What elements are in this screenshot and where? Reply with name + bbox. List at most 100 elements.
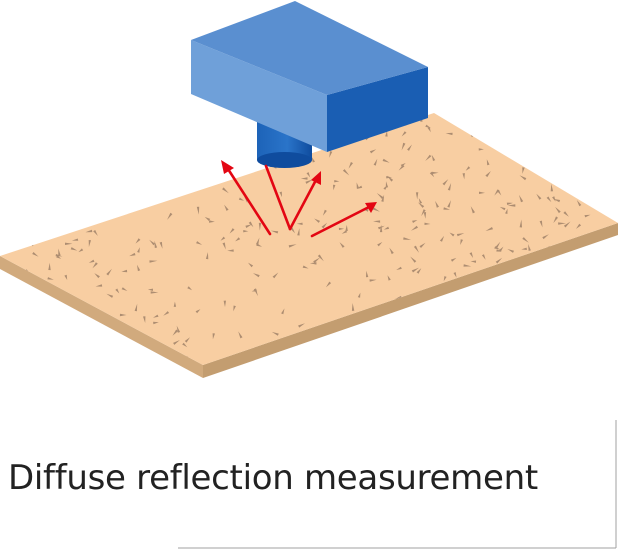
- texture-speck: [121, 269, 128, 273]
- texture-speck: [418, 202, 425, 208]
- texture-speck: [369, 149, 377, 154]
- texture-speck: [429, 171, 435, 178]
- texture-speck: [403, 237, 412, 240]
- texture-speck: [182, 342, 188, 348]
- texture-speck: [456, 233, 465, 237]
- texture-speck: [253, 288, 258, 297]
- texture-speck: [445, 132, 453, 136]
- texture-speck: [153, 314, 159, 318]
- texture-speck: [494, 241, 501, 249]
- texture-speck: [167, 212, 173, 220]
- texture-speck: [550, 183, 554, 192]
- texture-speck: [196, 241, 203, 245]
- texture-speck: [465, 166, 471, 171]
- texture-speck: [348, 162, 353, 169]
- texture-speck: [248, 221, 254, 228]
- texture-speck: [93, 230, 98, 236]
- texture-speck: [147, 288, 153, 291]
- caption-title: Diffuse reflection measurement: [8, 458, 538, 498]
- texture-speck: [555, 206, 561, 214]
- texture-speck: [137, 264, 141, 272]
- texture-speck: [447, 200, 451, 208]
- texture-speck: [205, 252, 209, 260]
- texture-speck: [539, 220, 543, 228]
- texture-speck: [153, 321, 159, 325]
- texture-speck: [425, 154, 432, 161]
- texture-speck: [196, 206, 200, 215]
- texture-speck: [419, 242, 426, 248]
- texture-speck: [252, 273, 260, 278]
- texture-speck: [576, 200, 582, 207]
- texture-speck: [387, 175, 394, 182]
- texture-speck: [407, 144, 412, 151]
- texture-speck: [396, 266, 402, 270]
- texture-speck: [427, 127, 431, 133]
- texture-speck: [401, 142, 406, 151]
- texture-speck: [173, 301, 177, 307]
- texture-speck: [338, 227, 345, 231]
- texture-speck: [449, 232, 455, 237]
- texture-speck: [345, 224, 348, 231]
- sensor-side-face: [327, 67, 428, 152]
- texture-speck: [453, 272, 457, 278]
- texture-speck: [341, 230, 348, 234]
- texture-speck: [401, 131, 407, 137]
- texture-speck: [92, 262, 98, 269]
- texture-speck: [498, 246, 504, 252]
- texture-speck: [32, 252, 39, 257]
- texture-speck: [271, 331, 279, 336]
- reflected-ray-left: [221, 160, 272, 236]
- texture-speck: [366, 270, 369, 278]
- texture-speck: [443, 276, 447, 282]
- texture-speck: [187, 286, 193, 291]
- texture-speck: [248, 262, 254, 268]
- texture-speck: [106, 293, 114, 298]
- sample-texture: [23, 114, 591, 362]
- texture-speck: [469, 252, 474, 258]
- texture-speck: [499, 206, 506, 211]
- texture-speck: [172, 329, 179, 336]
- texture-speck: [506, 202, 513, 205]
- texture-speck: [235, 237, 241, 242]
- texture-speck: [58, 248, 61, 256]
- texture-speck: [423, 212, 427, 219]
- texture-speck: [150, 291, 159, 294]
- texture-speck: [356, 185, 363, 189]
- texture-speck: [413, 245, 419, 253]
- texture-speck: [238, 197, 245, 201]
- texture-speck: [173, 340, 180, 345]
- texture-speck: [542, 234, 549, 240]
- texture-speck: [507, 248, 514, 253]
- texture-speck: [377, 242, 383, 247]
- texture-speck: [334, 180, 340, 183]
- texture-speck: [229, 228, 235, 234]
- texture-speck: [418, 198, 423, 204]
- texture-speck: [505, 208, 508, 214]
- texture-speck: [372, 207, 380, 212]
- texture-speck: [115, 288, 120, 294]
- texture-speck: [88, 259, 95, 263]
- texture-speck: [94, 273, 100, 279]
- texture-speck: [149, 260, 158, 263]
- texture-speck: [305, 179, 314, 184]
- texture-speck: [195, 309, 201, 314]
- texture-speck: [297, 228, 300, 236]
- reflection-arrows: [221, 160, 377, 238]
- texture-speck: [421, 209, 426, 217]
- texture-speck: [400, 163, 406, 167]
- texture-speck: [245, 224, 252, 228]
- texture-speck: [321, 222, 328, 229]
- texture-speck: [88, 240, 91, 247]
- texture-speck: [462, 173, 465, 180]
- texture-speck: [563, 211, 569, 217]
- texture-speck: [485, 227, 493, 231]
- texture-speck: [78, 248, 84, 253]
- texture-speck: [55, 254, 63, 257]
- texture-speck: [373, 220, 381, 223]
- texture-speck: [519, 194, 524, 203]
- texture-speck: [553, 216, 558, 224]
- sensor-front-face: [191, 40, 327, 152]
- texture-speck: [281, 308, 285, 315]
- texture-speck: [137, 247, 140, 253]
